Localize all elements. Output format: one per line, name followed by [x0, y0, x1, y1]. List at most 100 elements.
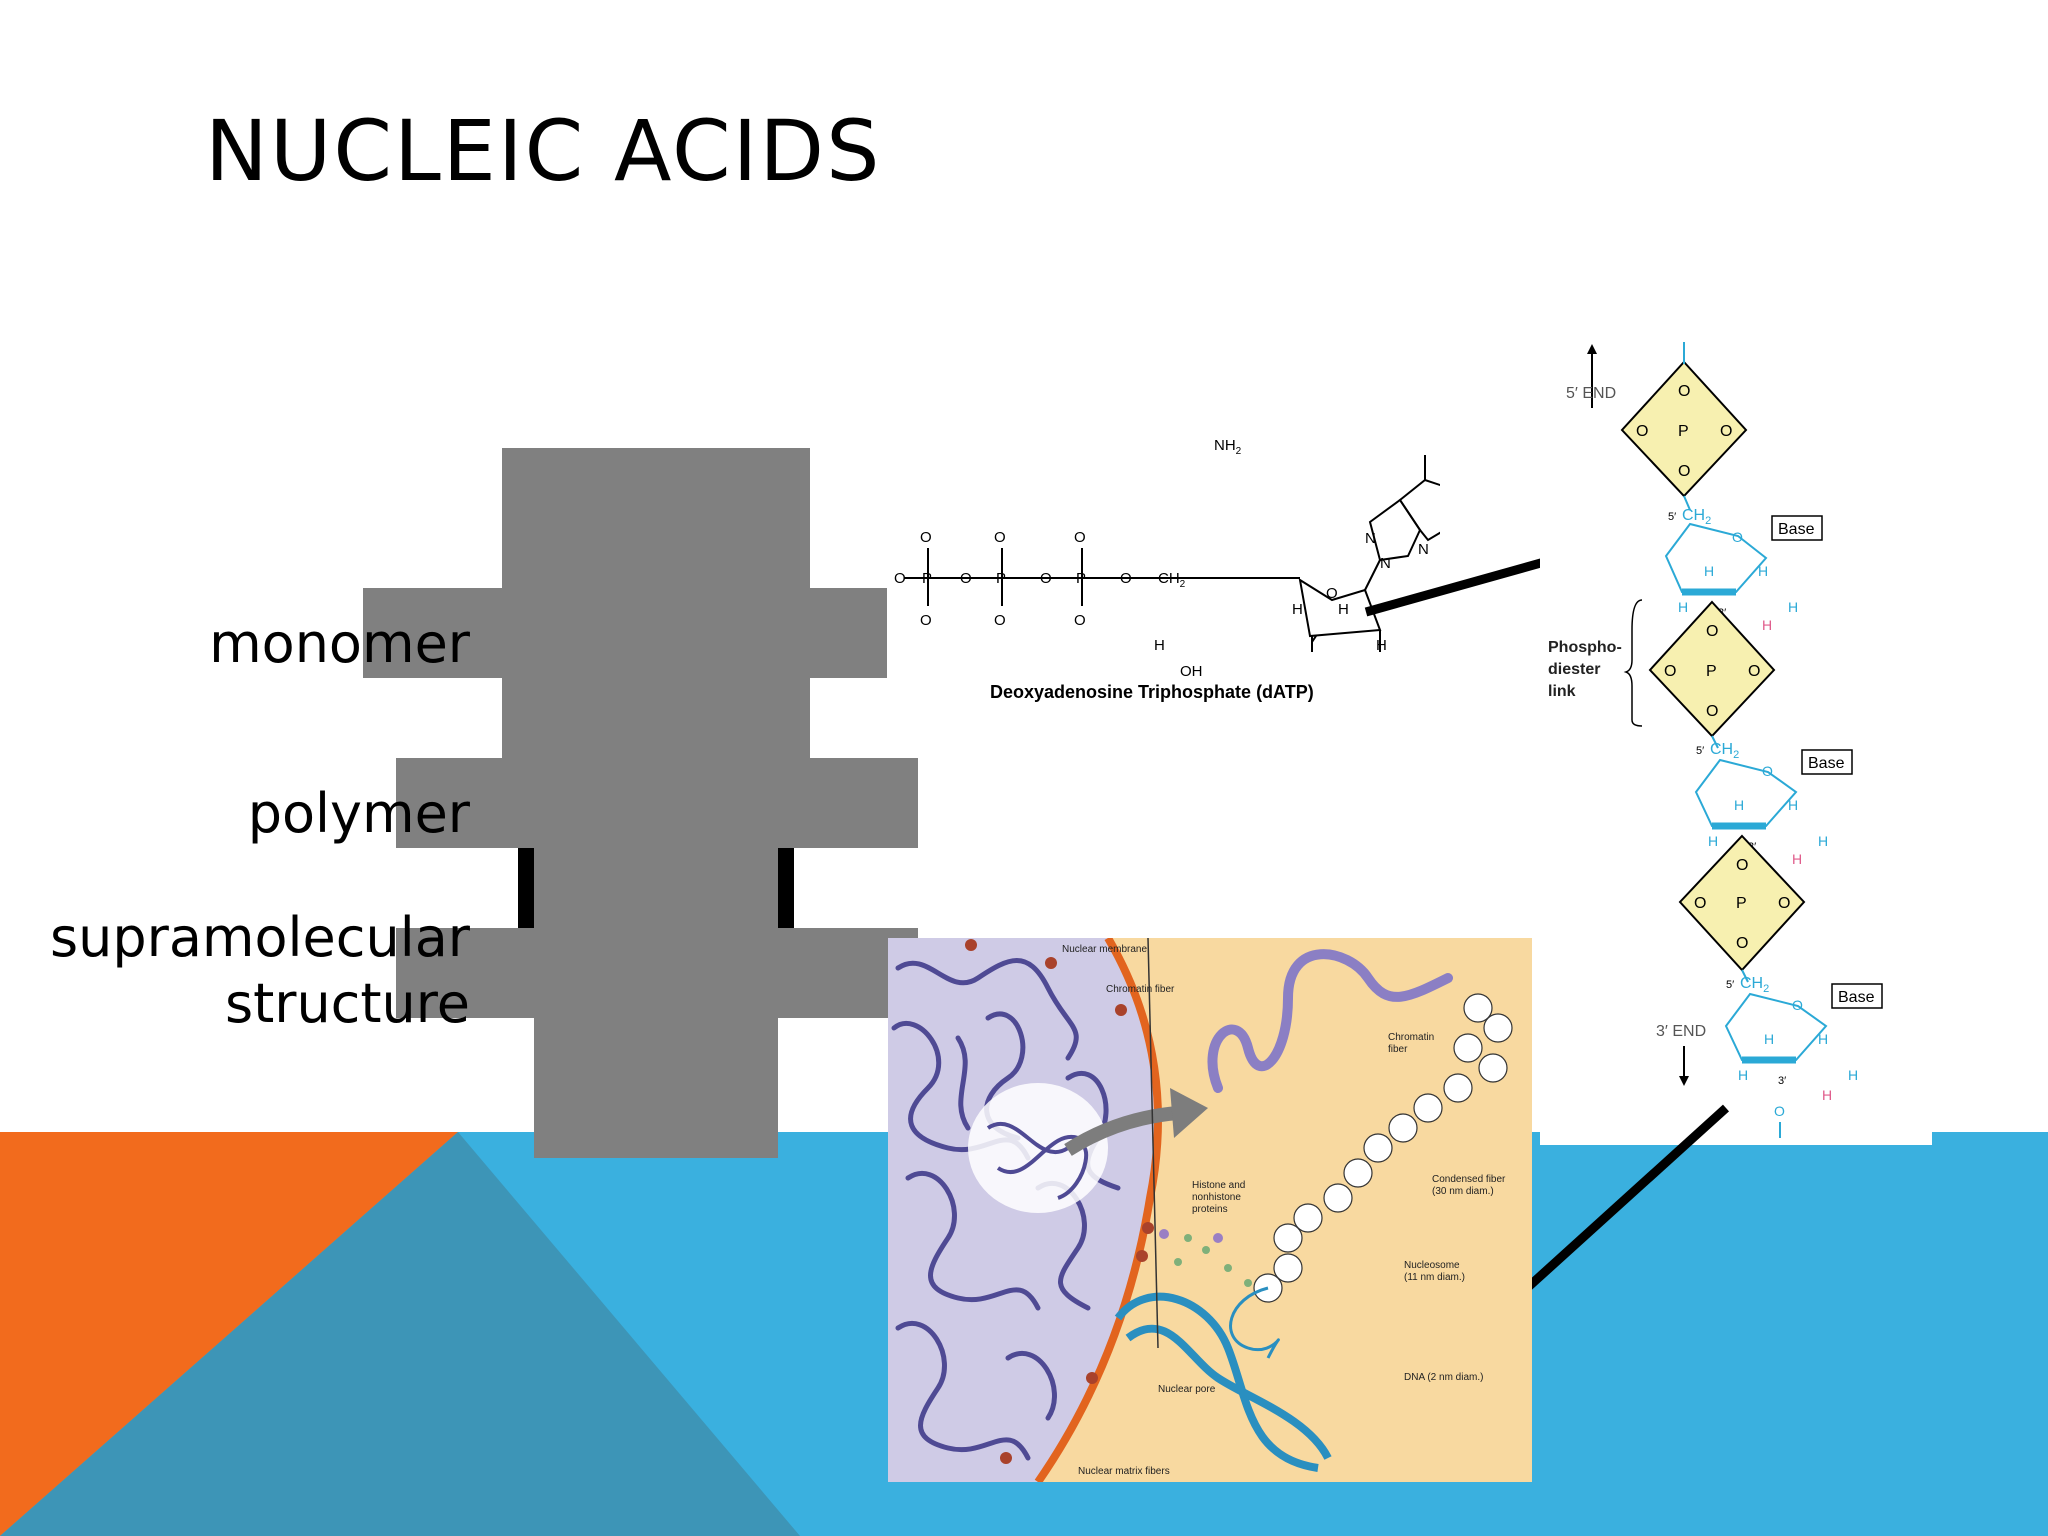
datp-n-7: N — [1418, 541, 1429, 558]
label-chromatin-fiber-2a: Chromatin — [1388, 1032, 1434, 1043]
black-bar-left — [518, 848, 534, 928]
label-condensed-fiber-a: Condensed fiber — [1432, 1174, 1506, 1185]
svg-text:H: H — [1792, 851, 1802, 867]
phosphate-3: O P O O O — [1678, 834, 1806, 972]
datp-o-bot-3: O — [1074, 612, 1086, 629]
dark-blue-triangle — [0, 1132, 800, 1536]
datp-p-3: P — [1076, 570, 1086, 587]
svg-text:O: O — [1678, 463, 1690, 480]
phosphate-1: O P O O O — [1620, 342, 1748, 498]
label-nucleosome-a: Nucleosome — [1404, 1260, 1460, 1271]
svg-text:O: O — [1736, 857, 1748, 874]
datp-ch2: CH2 — [1158, 570, 1186, 590]
datp-h-4: H — [1338, 601, 1349, 618]
svg-text:H: H — [1734, 797, 1744, 813]
datp-o-ring: O — [1326, 585, 1338, 602]
label-chromatin-fiber-2b: fiber — [1388, 1044, 1408, 1055]
phospho-label-2: diester — [1548, 661, 1600, 678]
datp-o-bridge-3: O — [1120, 570, 1132, 587]
svg-text:Base: Base — [1808, 755, 1845, 772]
datp-p-2: P — [996, 570, 1006, 587]
svg-text:H: H — [1848, 1067, 1858, 1083]
label-condensed-fiber-b: (30 nm diam.) — [1432, 1186, 1494, 1197]
datp-o-bridge-1: O — [960, 570, 972, 587]
label-nuclear-matrix: Nuclear matrix fibers — [1078, 1466, 1170, 1477]
svg-text:H: H — [1758, 563, 1768, 579]
datp-o-top-2: O — [994, 529, 1006, 546]
datp-h-1: H — [1154, 637, 1165, 654]
svg-text:O: O — [1636, 423, 1648, 440]
page-title: NUCLEIC ACIDS — [205, 102, 882, 200]
datp-n-1: N — [1365, 530, 1376, 547]
svg-text:H: H — [1708, 833, 1718, 849]
nucleotide-chain: 5′ END O P O O O 5′ CH2 O Base H H H H H… — [1540, 330, 1932, 1140]
datp-o-top-1: O — [920, 529, 932, 546]
label-chromatin-fiber: Chromatin fiber — [1106, 984, 1175, 995]
datp-structure: O O P O O O P O O O P O O CH2 NH2 N N N … — [894, 437, 1440, 702]
label-structure: structure — [224, 972, 470, 1035]
svg-text:O: O — [1694, 895, 1706, 912]
svg-text:CH2: CH2 — [1740, 975, 1769, 995]
label-supramolecular: supramolecular — [49, 906, 470, 969]
datp-oh: OH — [1180, 663, 1203, 680]
svg-text:5′: 5′ — [1726, 979, 1734, 991]
datp-n-9: N — [1380, 555, 1391, 572]
svg-text:O: O — [1762, 763, 1773, 779]
svg-text:O: O — [1678, 383, 1690, 400]
svg-text:H: H — [1788, 599, 1798, 615]
label-histone-b: nonhistone — [1192, 1192, 1241, 1203]
svg-text:H: H — [1678, 599, 1688, 615]
svg-text:O: O — [1706, 623, 1718, 640]
svg-text:O: O — [1792, 997, 1803, 1013]
sugar-3: 5′ CH2 O Base H H H H H 3′ O — [1724, 969, 1883, 1138]
svg-text:CH2: CH2 — [1710, 741, 1739, 761]
svg-text:5′: 5′ — [1668, 511, 1676, 523]
label-nuclear-pore: Nuclear pore — [1158, 1384, 1216, 1395]
datp-o-minus: O — [894, 570, 906, 587]
svg-text:Base: Base — [1838, 989, 1875, 1006]
label-monomer: monomer — [209, 612, 470, 675]
svg-text:H: H — [1788, 797, 1798, 813]
svg-text:H: H — [1818, 833, 1828, 849]
label-histone-c: proteins — [1192, 1204, 1228, 1215]
label-polymer: polymer — [247, 782, 470, 845]
datp-nh2: NH2 — [1214, 437, 1242, 457]
black-bar-right — [778, 848, 794, 928]
datp-o-bot-1: O — [920, 612, 932, 629]
phosphate-2: O P O O O — [1648, 600, 1776, 738]
svg-text:H: H — [1818, 1031, 1828, 1047]
svg-text:O: O — [1736, 935, 1748, 952]
svg-text:H: H — [1738, 1067, 1748, 1083]
svg-text:H: H — [1704, 563, 1714, 579]
label-dna: DNA (2 nm diam.) — [1404, 1372, 1483, 1383]
gray-hierarchy-blocks — [363, 448, 918, 1158]
svg-text:P: P — [1706, 663, 1717, 680]
svg-text:O: O — [1748, 663, 1760, 680]
datp-p-1: P — [922, 570, 932, 587]
label-histone-a: Histone and — [1192, 1180, 1245, 1191]
svg-text:O: O — [1706, 703, 1718, 720]
svg-text:CH2: CH2 — [1682, 507, 1711, 527]
label-nuclear-membrane: Nuclear membrane — [1062, 944, 1147, 955]
datp-h-3: H — [1292, 601, 1303, 618]
datp-o-bridge-2: O — [1040, 570, 1052, 587]
svg-text:H: H — [1762, 617, 1772, 633]
svg-text:O: O — [1720, 423, 1732, 440]
svg-text:3′: 3′ — [1778, 1075, 1786, 1087]
svg-text:O: O — [1664, 663, 1676, 680]
svg-text:O: O — [1732, 529, 1743, 545]
svg-text:H: H — [1764, 1031, 1774, 1047]
svg-text:P: P — [1678, 423, 1689, 440]
datp-o-bot-2: O — [994, 612, 1006, 629]
five-end-label: 5′ END — [1566, 385, 1616, 402]
svg-text:H: H — [1822, 1087, 1832, 1103]
datp-h-2: H — [1376, 637, 1387, 654]
phospho-label-3: link — [1548, 683, 1576, 700]
svg-text:5′: 5′ — [1696, 745, 1704, 757]
svg-text:O: O — [1778, 895, 1790, 912]
svg-text:Base: Base — [1778, 521, 1815, 538]
label-nucleosome-b: (11 nm diam.) — [1404, 1272, 1465, 1283]
datp-o-top-3: O — [1074, 529, 1086, 546]
phospho-label-1: Phospho- — [1548, 639, 1622, 656]
